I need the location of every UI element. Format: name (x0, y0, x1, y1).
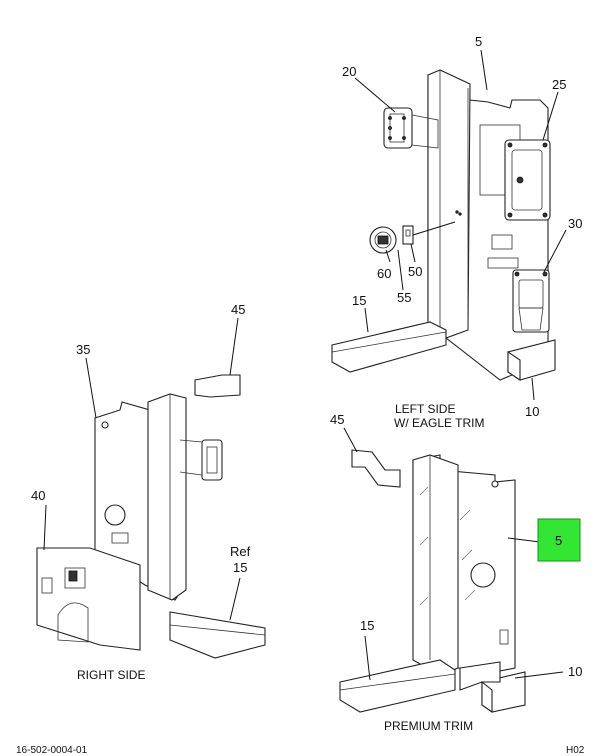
right-side-assembly (36, 374, 266, 659)
callout-5-highlight[interactable]: 5 (555, 533, 562, 548)
callout-ref-label: Ref (230, 544, 251, 559)
callout-5-top: 5 (475, 34, 482, 49)
sheet-code: H02 (566, 745, 585, 756)
caption-right-side: RIGHT SIDE (77, 668, 145, 682)
highlight-box-item-5[interactable] (537, 518, 581, 562)
drawing-number: 16-502-0004-01 (16, 745, 88, 756)
callout-10-bottom: 10 (568, 664, 582, 679)
handle-25 (504, 139, 551, 221)
callout-35: 35 (76, 342, 90, 357)
callout-ref-number: 15 (233, 560, 247, 575)
right-panel-hole (104, 504, 126, 526)
premium-trim-pillar (412, 454, 459, 676)
bracket-45-upper (194, 374, 241, 398)
caption-left-side-line2: W/ EAGLE TRIM (394, 416, 484, 430)
callout-10-top: 10 (525, 404, 539, 419)
premium-panel-hole (470, 562, 496, 588)
callout-45-bottom: 45 (330, 412, 344, 427)
knob-60 (369, 226, 397, 254)
caption-left-side-line1: LEFT SIDE (395, 402, 455, 416)
sill-15-ref (169, 611, 266, 659)
left-side-eagle-trim-assembly (331, 69, 556, 382)
latch-20 (383, 107, 439, 149)
callout-15-bottom: 15 (360, 618, 374, 633)
sill-15-top (331, 321, 447, 373)
callout-40: 40 (31, 488, 45, 503)
handle-30 (512, 269, 550, 333)
bracket-10-top (507, 339, 556, 382)
caption-premium-trim: PREMIUM TRIM (384, 719, 473, 733)
callout-60: 60 (377, 266, 391, 281)
bracket-45-lower (351, 449, 401, 488)
latch-right-side (179, 439, 223, 481)
bracket-10-bottom (459, 661, 526, 714)
callout-25: 25 (552, 77, 566, 92)
premium-trim-assembly (339, 449, 526, 714)
callout-30: 30 (568, 216, 582, 231)
left-side-pillar (427, 69, 471, 339)
callout-55: 55 (397, 290, 411, 305)
sill-15-bottom (339, 659, 456, 713)
callout-45-top: 45 (231, 302, 245, 317)
callout-20: 20 (342, 64, 356, 79)
right-side-pillar (147, 393, 187, 601)
clip-50 (402, 225, 414, 245)
callout-15-top: 15 (352, 293, 366, 308)
cover-40 (36, 547, 141, 651)
callout-50: 50 (408, 264, 422, 279)
